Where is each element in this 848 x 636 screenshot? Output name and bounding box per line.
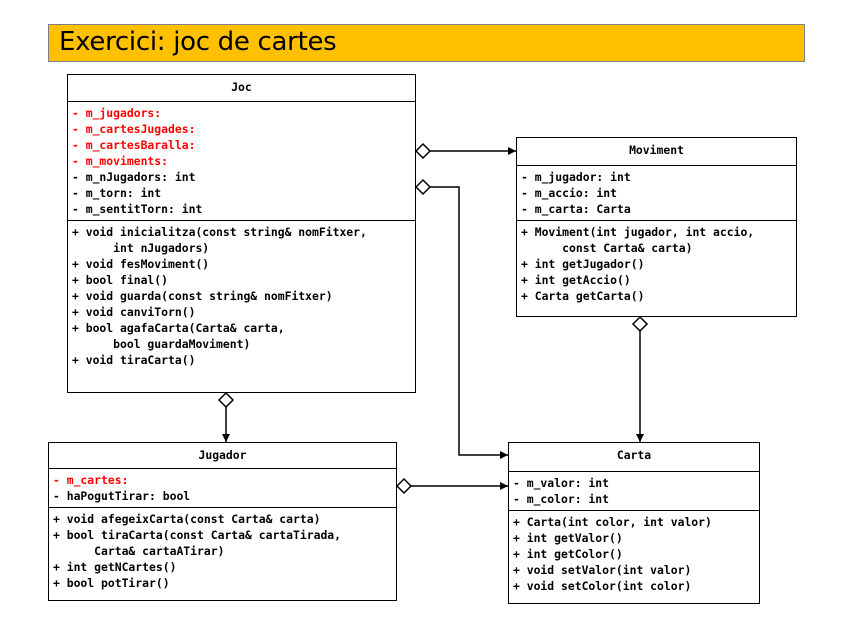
member-row: - m_color: int [513, 492, 610, 506]
class-name: Jugador [49, 443, 396, 469]
attributes-section: - m_jugador: int - m_accio: int - m_carta:… [517, 166, 796, 221]
slide-title: Exercici: joc de cartes [59, 27, 337, 57]
member-row: bool guardaMoviment) [72, 337, 251, 351]
member-row: + bool final() [72, 273, 169, 287]
class-moviment: Moviment - m_jugador: int- m_accio: int-… [516, 137, 797, 317]
methods-section: + Moviment(int jugador, int accio, const… [517, 221, 796, 307]
member-row: int nJugadors) [72, 241, 210, 255]
member-row: Carta& cartaATirar) [53, 544, 225, 558]
member-row: + void setColor(int color) [513, 579, 692, 593]
member-row: + void setValor(int valor) [513, 563, 692, 577]
member-row: + void canviTorn() [72, 305, 196, 319]
relation-joc-moviment [414, 142, 516, 160]
class-name: Moviment [517, 138, 796, 166]
class-name: Joc [68, 75, 415, 102]
member-row: + Moviment(int jugador, int accio, [521, 225, 755, 239]
member-row: - m_jugadors: [72, 106, 162, 120]
member-row: + bool tiraCarta(const Carta& cartaTirad… [53, 528, 342, 542]
member-row: - m_moviments: [72, 154, 169, 168]
methods-section: + void inicialitza(const string& nomFitx… [68, 221, 415, 371]
member-row: + int getJugador() [521, 257, 645, 271]
member-row: + int getAccio() [521, 273, 631, 287]
member-row: + int getColor() [513, 547, 623, 561]
methods-section: + Carta(int color, int valor) + int getVa… [509, 511, 759, 597]
member-row: + int getNCartes() [53, 560, 177, 574]
member-row: + void inicialitza(const string& nomFitx… [72, 225, 367, 239]
member-row: + void tiraCarta() [72, 353, 196, 367]
member-row: + void guarda(const string& nomFitxer) [72, 289, 333, 303]
aggregation-diamond [631, 315, 649, 333]
attributes-section: - m_cartes: - haPogutTirar: bool [49, 469, 396, 508]
methods-section: + void afegeixCarta(const Carta& carta) +… [49, 508, 396, 594]
member-row: + Carta getCarta() [521, 289, 645, 303]
class-joc: Joc - m_jugadors: - m_cartesJugades: - m_c… [67, 74, 416, 393]
member-row: + int getValor() [513, 531, 623, 545]
class-carta: Carta - m_valor: int - m_color: int + Car… [508, 442, 760, 604]
aggregation-diamond [217, 391, 235, 409]
member-row: - m_carta: Carta [521, 202, 631, 216]
relation-moviment-carta [631, 315, 649, 442]
member-row: - m_sentitTorn: int [72, 202, 203, 216]
member-row: const Carta& carta) [521, 241, 693, 255]
member-row: + bool agafaCarta(Carta& carta, [72, 321, 285, 335]
member-row: + Carta(int color, int valor) [513, 515, 712, 529]
member-row: + void afegeixCarta(const Carta& carta) [53, 512, 321, 526]
member-row: - m_nJugadors: int [72, 170, 196, 184]
aggregation-diamond [414, 178, 432, 196]
relation-jugador-carta [395, 477, 508, 495]
relation-joc-carta [414, 178, 508, 459]
member-row: - m_jugador: int [521, 170, 631, 184]
member-row: - m_valor: int [513, 476, 610, 490]
member-row: - m_torn: int [72, 186, 162, 200]
member-row: + void fesMoviment() [72, 257, 210, 271]
aggregation-diamond [395, 477, 413, 495]
attributes-section: - m_valor: int - m_color: int [509, 472, 759, 511]
member-row: - m_accio: int [521, 186, 618, 200]
class-name: Carta [509, 443, 759, 472]
member-row: - m_cartesJugades: [72, 122, 196, 136]
relation-joc-jugador [217, 391, 235, 442]
member-row: + bool potTirar() [53, 576, 170, 590]
member-row: - m_cartesBaralla: [72, 138, 196, 152]
member-row: - haPogutTirar: bool [53, 489, 191, 503]
class-jugador: Jugador - m_cartes:- haPogutTirar: bool … [48, 442, 397, 601]
title-bar: Exercici: joc de cartes [48, 24, 805, 62]
attributes-section: - m_jugadors: - m_cartesJugades: - m_carte… [68, 102, 415, 221]
aggregation-diamond [414, 142, 432, 160]
member-row: - m_cartes: [53, 473, 129, 487]
